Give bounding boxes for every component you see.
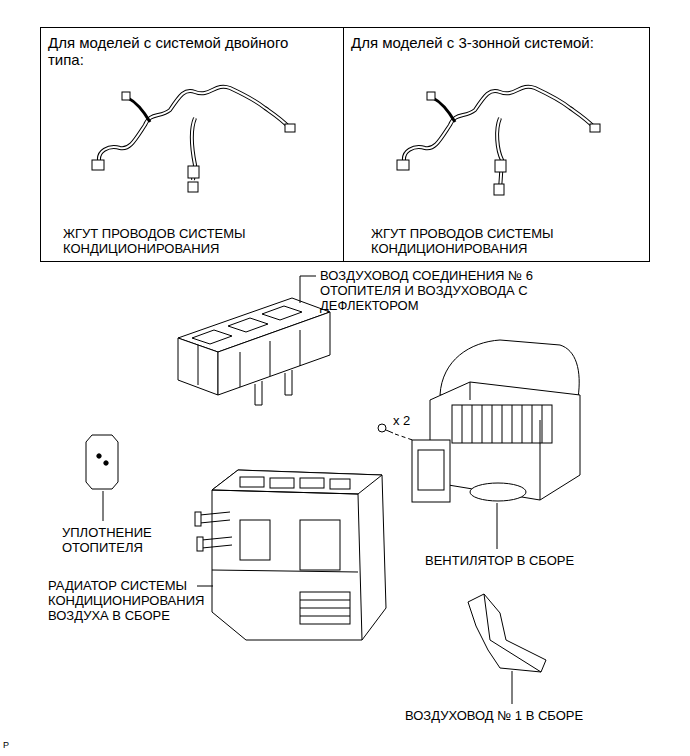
wire-harness [122,92,130,100]
wire-harness [397,87,600,195]
wire-harness [188,182,198,192]
seal-drawing [104,461,108,465]
duct-drawing [285,370,292,395]
blower-drawing [418,450,444,490]
blower-drawing [430,382,580,500]
duct-drawing [262,306,302,320]
duct-drawing [178,338,218,395]
heater-unit-drawing [300,608,350,609]
blower-drawing [412,340,580,502]
part-name: ВЕНТИЛЯТОР В СБОРЕ [425,553,625,568]
leader-line [103,491,104,521]
duct-drawing [255,381,262,405]
heater-unit-drawing [300,592,350,624]
figure-code: P [3,740,23,751]
blower-drawing [542,405,543,443]
duct-drawing [468,594,546,672]
heater-unit-drawing [270,478,294,488]
blower-drawing [412,440,450,502]
duct-drawing [192,330,232,344]
heater-unit-drawing [300,616,350,617]
wire-harness [433,98,455,122]
heater-unit-drawing [200,512,232,548]
part-name: ВОЗДУХОВОД СОЕДИНЕНИЯ № 6 ОТОПИТЕЛЯ И ВО… [320,268,552,313]
leader-line [103,276,512,704]
duct-drawing [218,312,330,395]
part-name: ЖГУТ ПРОВОДОВ СИСТЕМЫ КОНДИЦИОНИРОВАНИЯ [371,226,581,256]
blower-drawing [540,420,541,500]
part-name: РАДИАТОР СИСТЕМЫ КОНДИЦИОНИРОВАНИЯ ВОЗДУ… [48,578,208,623]
variant-panel: Для моделей с 3-зонной системой: ЖГУТ ПРО… [343,27,650,262]
duct-drawing [178,298,330,405]
seal-drawing [86,435,118,489]
heater-unit-drawing [212,470,382,494]
heater-unit-drawing [300,600,350,601]
wire-harness [427,92,435,100]
duct-drawing [228,318,268,332]
blower-drawing [492,405,493,443]
wire-harness [495,160,506,172]
part-name: ВОЗДУХОВОД № 1 В СБОРЕ [405,708,625,723]
duct-drawing [490,640,541,672]
heater-unit-drawing [212,490,358,494]
leader-line [197,586,213,587]
wire-harness [188,166,199,178]
seal-drawing [97,454,101,458]
heater-unit-drawing [240,477,264,487]
blower-drawing [470,483,526,501]
panel-heading: Для моделей с системой двойного типа: [48,34,298,68]
heater-unit-drawing [330,479,350,489]
heater-unit-drawing [358,494,362,640]
blower-drawing [512,405,513,443]
blower-drawing [502,405,503,443]
duct-drawing [468,594,546,672]
part-name: УПЛОТНЕНИЕ ОТОПИТЕЛЯ [62,525,172,555]
seal-drawing [86,435,118,489]
heater-unit-drawing [212,570,358,572]
heater-unit-drawing [212,470,386,640]
heater-unit-drawing [195,470,386,640]
variant-panel: Для моделей с системой двойного типа: ЖГУ… [40,27,344,262]
panel-heading: Для моделей с 3-зонной системой: [351,34,601,51]
wire-harness [285,124,295,132]
duct-drawing [240,352,241,387]
screw-drawing [378,424,386,432]
duct-drawing [484,594,490,640]
part-name: ЖГУТ ПРОВОДОВ СИСТЕМЫ КОНДИЦИОНИРОВАНИЯ [63,226,273,256]
heater-unit-drawing [300,478,324,488]
blower-drawing [470,382,471,400]
blower-drawing [472,405,473,443]
duct-drawing [270,341,271,376]
blower-drawing [522,405,523,443]
screw-drawing [386,430,393,433]
blower-drawing [482,405,483,443]
blower-drawing [532,405,533,443]
wire-harness [494,184,504,195]
wire-harness [590,124,600,132]
heater-unit-drawing [300,520,340,570]
heater-unit-drawing [240,520,270,560]
leader-line [497,503,498,549]
wire-harness [497,118,502,190]
leader-line [512,671,513,704]
duct-drawing [300,330,301,366]
wire-harness [92,87,295,192]
leader-line [300,276,316,303]
blower-drawing [462,405,463,443]
heater-unit-drawing [195,512,201,526]
wire-harness [397,160,409,170]
blower-drawing [452,405,552,443]
heater-unit-drawing [197,537,203,551]
wire-harness [92,160,104,170]
duct-drawing [198,345,199,385]
wire-harness [128,98,150,122]
wire-harness [497,118,502,190]
quantity-label: x 2 [393,413,433,428]
